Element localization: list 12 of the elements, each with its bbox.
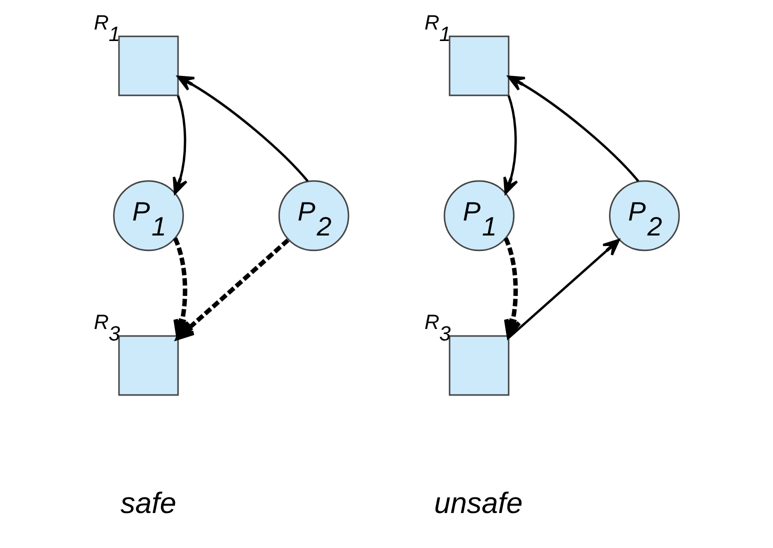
- node-box: [448, 335, 510, 396]
- node-box: [448, 36, 510, 96]
- node-box: [118, 36, 179, 96]
- arrow: [176, 76, 309, 182]
- arrow: [508, 76, 640, 182]
- arrow: [176, 238, 290, 340]
- arrow: [172, 95, 188, 194]
- arrow: [508, 238, 620, 339]
- label: safe: [120, 487, 176, 520]
- label: unsafe: [434, 487, 523, 520]
- arrow: [503, 95, 518, 194]
- node-box: [118, 335, 179, 396]
